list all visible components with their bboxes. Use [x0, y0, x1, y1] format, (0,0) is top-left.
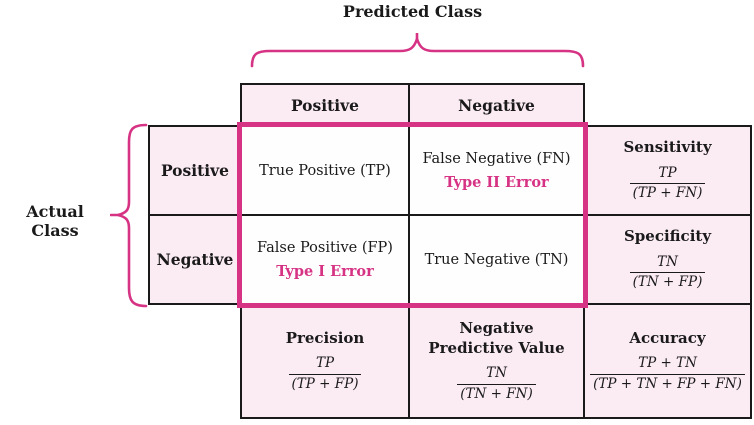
precision-title: Precision — [285, 328, 365, 347]
false-negative-label: False Negative (FN) — [422, 150, 571, 167]
true-positive-label: True Positive (TP) — [259, 162, 391, 179]
sensitivity-numerator: TP — [658, 164, 677, 181]
npv-numerator: TN — [486, 365, 507, 382]
false-negative-cell: False Negative (FN) Type II Error — [408, 125, 585, 216]
false-positive-cell: False Positive (FP) Type I Error — [240, 214, 410, 305]
precision-numerator: TP — [315, 355, 335, 372]
actual-negative-header: Negative — [148, 214, 242, 305]
npv-formula: TN (TN + FN) — [457, 364, 536, 405]
actual-class-title: Actual Class — [26, 202, 84, 240]
actual-negative-label: Negative — [156, 250, 234, 269]
specificity-title: Specificity — [623, 227, 712, 246]
specificity-denominator: (TN + FP) — [629, 272, 706, 293]
actual-positive-header: Positive — [148, 125, 242, 216]
predicted-negative-label: Negative — [458, 95, 535, 115]
actual-positive-label: Positive — [160, 161, 230, 180]
top-curly-brace-icon — [250, 33, 585, 68]
precision-cell: Precision TP (TP + FP) — [240, 303, 410, 419]
accuracy-denominator: (TP + TN + FP + FN) — [590, 373, 745, 395]
left-curly-brace-icon — [110, 123, 148, 308]
type-1-error-label: Type I Error — [276, 262, 374, 280]
predicted-class-title: Predicted Class — [342, 2, 483, 21]
specificity-formula: TN (TN + FP) — [629, 253, 706, 293]
true-negative-cell: True Negative (TN) — [408, 214, 585, 305]
accuracy-formula: TP + TN (TP + TN + FP + FN) — [590, 354, 745, 394]
predicted-positive-header: Positive — [240, 83, 410, 127]
accuracy-title: Accuracy — [629, 328, 706, 347]
accuracy-cell: Accuracy TP + TN (TP + TN + FP + FN) — [583, 303, 752, 419]
type-2-error-label: Type II Error — [444, 173, 549, 191]
npv-denominator: (TN + FN) — [457, 383, 536, 405]
sensitivity-title: Sensitivity — [623, 138, 712, 157]
precision-formula: TP (TP + FP) — [288, 354, 362, 395]
sensitivity-denominator: (TP + FN) — [629, 183, 706, 204]
sensitivity-cell: Sensitivity TP (TP + FN) — [583, 125, 752, 216]
precision-denominator: (TP + FP) — [288, 373, 362, 395]
npv-title: Negative Predictive Value — [428, 318, 565, 357]
negative-predictive-value-cell: Negative Predictive Value TN (TN + FN) — [408, 303, 585, 419]
true-negative-label: True Negative (TN) — [424, 251, 569, 268]
predicted-positive-label: Positive — [290, 95, 360, 115]
specificity-cell: Specificity TN (TN + FP) — [583, 214, 752, 305]
specificity-numerator: TN — [657, 253, 678, 270]
sensitivity-formula: TP (TP + FN) — [629, 164, 706, 204]
accuracy-numerator: TP + TN — [638, 355, 697, 372]
false-positive-label: False Positive (FP) — [257, 239, 393, 256]
true-positive-cell: True Positive (TP) — [240, 125, 410, 216]
predicted-negative-header: Negative — [408, 83, 585, 127]
